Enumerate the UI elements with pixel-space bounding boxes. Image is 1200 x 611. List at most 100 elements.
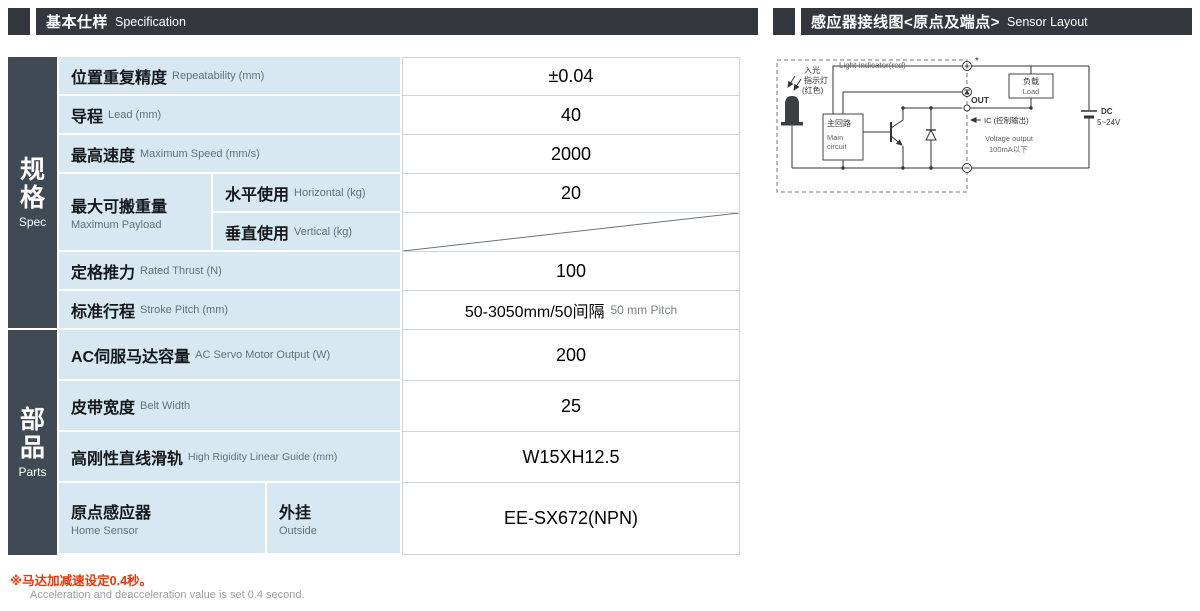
subrow-label-en: Vertical (kg) [294, 225, 353, 238]
row-payload: 最大可搬重量 Maximum Payload 水平使用 Horizontal (… [59, 174, 740, 252]
sensor-header-title-en: Sensor Layout [1007, 14, 1088, 29]
row-label-cn: 高刚性直线滑轨 [71, 450, 184, 468]
row-sublabel-en: Outside [279, 525, 317, 537]
group-label-cn: 部品 [19, 406, 45, 462]
subrow-vertical: 垂直使用 Vertical (kg) [213, 213, 740, 252]
load-label-en: Load [1023, 87, 1040, 96]
row-label: 皮带宽度 Belt Width [59, 381, 402, 432]
row-value: 200 [402, 330, 740, 381]
row-label-cn: 定格推力 [71, 264, 136, 282]
row-thrust: 定格推力 Rated Thrust (N) 100 [59, 252, 740, 291]
led-indicator-icon [781, 75, 803, 126]
row-home-sensor: 原点感应器 Home Sensor 外挂 Outside EE-SX672(NP… [59, 483, 740, 555]
row-value-na [402, 213, 740, 252]
footnote-en: Acceleration and deacceleration value is… [30, 589, 305, 601]
row-label-en: Stroke Pitch (mm) [140, 303, 229, 316]
dc-label: DC [1101, 107, 1113, 116]
row-label-en: AC Servo Motor Output (W) [195, 348, 331, 361]
load-box: 负载 Load [1008, 73, 1054, 99]
group-label-en: Spec [18, 215, 47, 229]
group-label-en: Parts [18, 465, 47, 479]
dc-source-icon: DC 5~24V [1081, 107, 1121, 127]
row-label-en: Home Sensor [71, 525, 139, 537]
row-value: EE-SX672(NPN) [402, 483, 740, 555]
row-label-payload: 最大可搬重量 Maximum Payload [59, 174, 213, 252]
spec-table: 规格 Spec 位置重复精度 Repeatability (mm) ±0.04 … [8, 57, 740, 555]
main-circuit-label-en1: Main [827, 133, 843, 142]
sensor-diagram-svg: 主回路 Main circuit * 负载 Load [776, 56, 1121, 193]
row-label-cn: 原点感应器 [71, 505, 152, 522]
not-applicable-diagonal [403, 213, 739, 251]
row-label-cn: 最高速度 [71, 147, 136, 165]
row-label: 定格推力 Rated Thrust (N) [59, 252, 402, 291]
light-label-line3: (红色) [802, 85, 824, 95]
main-circuit-box: 主回路 Main circuit [822, 113, 864, 161]
terminal-plus: * [962, 56, 979, 71]
light-indicator-label-en: Light indicator(red) [839, 61, 906, 70]
row-label: 最高速度 Maximum Speed (mm/s) [59, 135, 402, 174]
light-label-line1: 入光 [804, 65, 820, 75]
row-value: 40 [402, 96, 740, 135]
row-max-speed: 最高速度 Maximum Speed (mm/s) 2000 [59, 135, 740, 174]
terminal-diode-output [962, 87, 972, 97]
row-label-en: Repeatability (mm) [172, 69, 265, 82]
row-label-en: High Rigidity Linear Guide (mm) [188, 450, 338, 463]
row-value: 25 [402, 381, 740, 432]
row-value: 50-3050mm/50间隔 50 mm Pitch [402, 291, 740, 330]
row-label: 位置重复精度 Repeatability (mm) [59, 57, 402, 96]
spec-section-header: 基本仕样 Specification [8, 8, 758, 35]
group-spec: 规格 Spec 位置重复精度 Repeatability (mm) ±0.04 … [8, 57, 740, 330]
row-label-cn: 导程 [71, 108, 104, 126]
subrow-label: 垂直使用 Vertical (kg) [213, 213, 402, 252]
row-label-cn: 位置重复精度 [71, 69, 168, 87]
header-square-icon [773, 8, 795, 35]
row-guide: 高刚性直线滑轨 High Rigidity Linear Guide (mm) … [59, 432, 740, 483]
subrow-label-cn: 垂直使用 [225, 225, 290, 243]
sensor-body-outline [776, 59, 968, 193]
light-label-line2: 指示灯 [804, 75, 828, 85]
stroke-value-note: 50 mm Pitch [610, 303, 678, 317]
main-circuit-label-en2: circuit [827, 142, 848, 151]
row-label-en: Rated Thrust (N) [140, 264, 222, 277]
row-label: 高刚性直线滑轨 High Rigidity Linear Guide (mm) [59, 432, 402, 483]
spec-header-title-en: Specification [115, 14, 186, 29]
group-label-parts: 部品 Parts [8, 330, 57, 555]
subrow-label: 水平使用 Horizontal (kg) [213, 174, 402, 213]
out-label: OUT [971, 95, 990, 105]
asterisk-mark: * [975, 56, 979, 67]
current-limit-label: 100mA以下 [989, 145, 1028, 154]
sensor-header-title-cn: 感应器接线图<原点及端点> [811, 14, 1001, 31]
terminal-out [963, 104, 971, 112]
footnote-cn: ※马达加减速设定0.4秒。 [10, 574, 153, 588]
subrow-label-cn: 水平使用 [225, 186, 290, 204]
main-circuit-label-cn: 主回路 [827, 118, 851, 128]
voltage-output-label: Voltage output [985, 134, 1034, 143]
subrow-label-en: Horizontal (kg) [294, 186, 366, 199]
dc-range-label: 5~24V [1097, 118, 1121, 127]
row-label-cn: AC伺服马达容量 [71, 348, 191, 366]
row-value: 20 [402, 174, 740, 213]
row-label-en: Belt Width [140, 399, 191, 412]
row-label-en: Maximum Speed (mm/s) [140, 147, 260, 160]
row-sublabel-cn: 外挂 [279, 505, 312, 522]
row-value: 100 [402, 252, 740, 291]
group-parts: 部品 Parts AC伺服马达容量 AC Servo Motor Output … [8, 330, 740, 555]
row-value: ±0.04 [402, 57, 740, 96]
row-label: 原点感应器 Home Sensor [59, 483, 267, 555]
zener-diode-icon [925, 128, 937, 141]
row-sublabel: 外挂 Outside [267, 483, 402, 555]
row-label: AC伺服马达容量 AC Servo Motor Output (W) [59, 330, 402, 381]
group-label-spec: 规格 Spec [8, 57, 57, 330]
row-label-cn: 标准行程 [71, 303, 136, 321]
row-stroke: 标准行程 Stroke Pitch (mm) 50-3050mm/50间隔 50… [59, 291, 740, 330]
row-belt: 皮带宽度 Belt Width 25 [59, 381, 740, 432]
spec-header-title-cn: 基本仕样 [46, 14, 109, 31]
junction-dots [841, 106, 1033, 170]
row-label-en: Lead (mm) [108, 108, 162, 121]
stroke-value-main: 50-3050mm/50间隔 [464, 304, 605, 321]
terminal-minus [962, 163, 972, 173]
group-label-cn: 规格 [19, 156, 45, 212]
load-label-cn: 负载 [1023, 76, 1039, 86]
row-label: 导程 Lead (mm) [59, 96, 402, 135]
